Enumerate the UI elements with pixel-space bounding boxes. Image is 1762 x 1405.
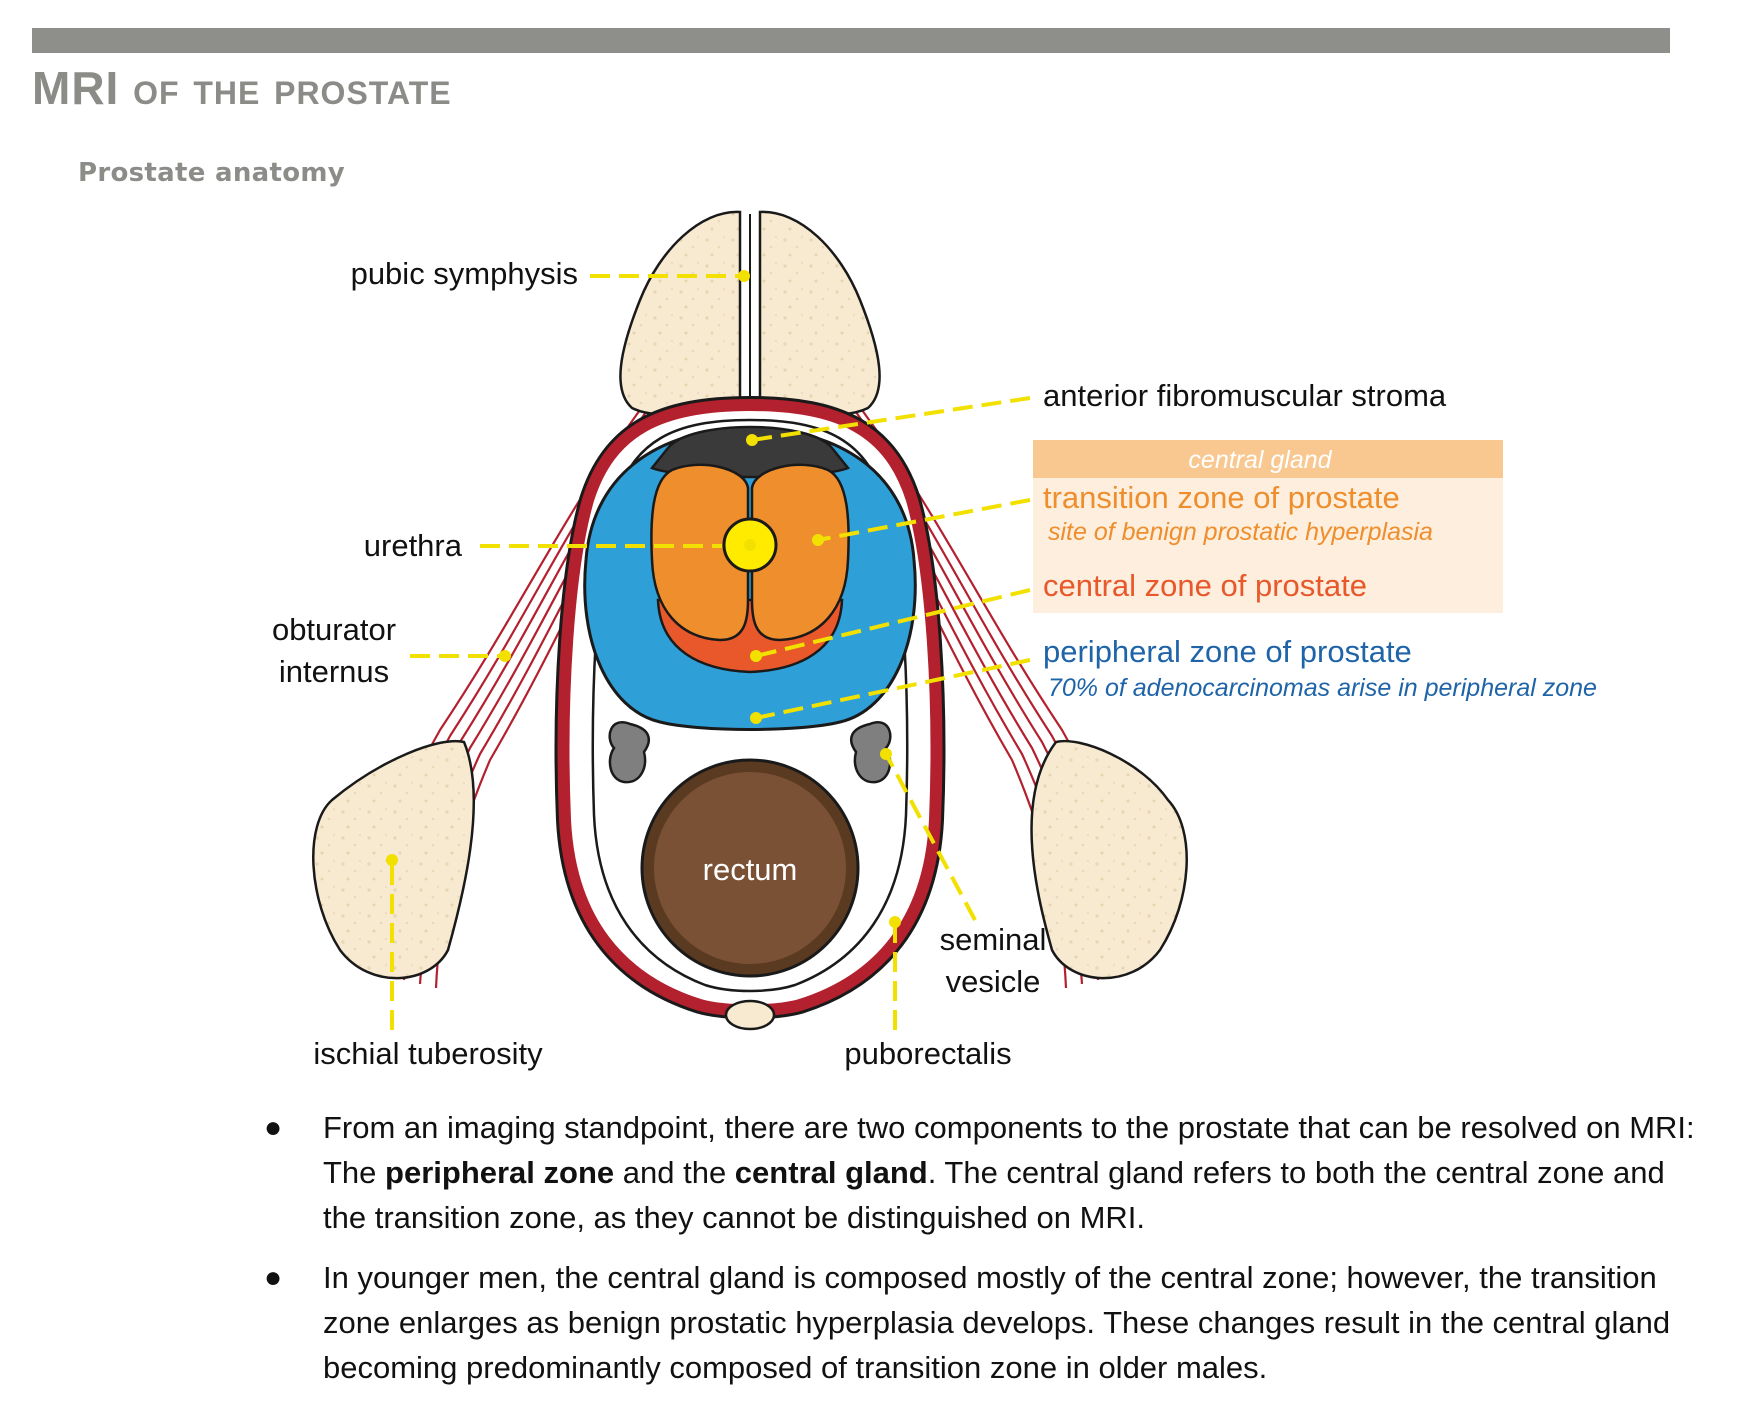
- seminal-vesicle-right: [850, 721, 892, 784]
- central-gland-legend-box: [1033, 478, 1503, 613]
- note-1-part-5: . The central gland refers to both the c…: [323, 1155, 1665, 1235]
- pubic-symphysis-label: pubic symphysis: [351, 256, 578, 291]
- bullet-icon: ●: [264, 1261, 283, 1294]
- note-1-bold-peripheral-zone: peripheral zone: [385, 1155, 615, 1190]
- peripheral-zone-label: peripheral zone of prostate: [1043, 634, 1412, 669]
- puborectalis-label: puborectalis: [844, 1036, 1011, 1071]
- transition-zone-note: site of benign prostatic hyperplasia: [1048, 518, 1433, 546]
- anococcygeal-node: [724, 999, 776, 1031]
- leader-lines: [386, 270, 1031, 1030]
- obturator-internus-label-line2: internus: [279, 654, 389, 689]
- central-gland-label: central gland: [1188, 446, 1332, 474]
- pubic-bone-right: [758, 210, 881, 416]
- ischial-tuberosity-label: ischial tuberosity: [313, 1036, 543, 1071]
- peripheral-zone-note: 70% of adenocarcinomas arise in peripher…: [1048, 674, 1597, 702]
- note-item-2: ● In younger men, the central gland is c…: [258, 1255, 1698, 1390]
- note-item-1: ● From an imaging standpoint, there are …: [258, 1105, 1698, 1240]
- central-gland-legend-header: [1033, 440, 1503, 478]
- seminal-vesicle-label-line2: vesicle: [946, 964, 1041, 999]
- page-title: MRI of the prostate: [32, 62, 452, 114]
- seminal-vesicle-left: [608, 721, 650, 784]
- ischial-tuberosity-right: [1030, 739, 1188, 980]
- header-bar: [32, 28, 1670, 53]
- prostate-anatomy-diagram: rectum central gland transition zone of …: [272, 210, 1597, 1071]
- pubic-bone-left: [619, 210, 742, 416]
- urethra-label: urethra: [364, 528, 463, 563]
- transition-zone-right: [750, 463, 850, 642]
- rectum-label: rectum: [703, 852, 798, 887]
- notes-list: ● From an imaging standpoint, there are …: [258, 1105, 1698, 1405]
- transition-zone-label: transition zone of prostate: [1043, 480, 1400, 515]
- anterior-fibromuscular-stroma-label: anterior fibromuscular stroma: [1043, 378, 1447, 413]
- central-zone-label: central zone of prostate: [1043, 568, 1367, 603]
- note-1-part-3: and the: [614, 1155, 735, 1190]
- section-subtitle: Prostate anatomy: [78, 158, 346, 188]
- bullet-icon: ●: [264, 1111, 283, 1144]
- note-1-part-1: From an imaging standpoint, there are tw…: [323, 1110, 1695, 1190]
- transition-zone-left: [650, 463, 750, 642]
- note-2-text: In younger men, the central gland is com…: [323, 1260, 1671, 1385]
- seminal-vesicle-label-line1: seminal: [940, 922, 1047, 957]
- obturator-internus-label-line1: obturator: [272, 612, 396, 647]
- note-1-bold-central-gland: central gland: [734, 1155, 928, 1190]
